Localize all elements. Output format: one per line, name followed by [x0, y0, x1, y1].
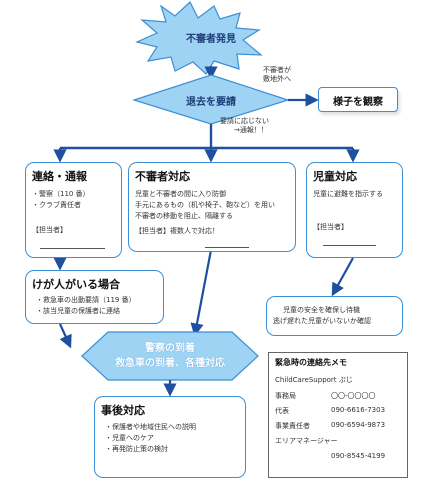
arrow-children-to-safety — [331, 257, 354, 297]
suspect-owner: 【担当者】複数人で対応！ — [135, 227, 219, 235]
memo-row-2-label: 代表 — [275, 407, 289, 415]
contact-owner-blank — [40, 247, 105, 249]
memo-row-4-label: エリアマネージャー — [275, 437, 338, 445]
arrival-line-2: 救急車の到着、各種対応 — [115, 358, 225, 369]
children-title: 児童対応 — [313, 170, 357, 183]
branch-down-label-1: 要請に応じない — [220, 117, 269, 125]
children-owner: 【担当者】 — [313, 223, 348, 231]
children-owner-blank — [323, 244, 376, 246]
safety-box: 児童の安全を確保し待機 逃げ遅れた児童がいないか確認 — [266, 296, 403, 336]
observe-box: 様子を観察 — [318, 87, 398, 112]
arrow-injury-to-arrival — [58, 323, 72, 349]
after-title: 事後対応 — [101, 404, 145, 417]
children-item-1: 児童に避難を指示する — [313, 190, 383, 198]
branch-right-label-1: 不審者が — [263, 66, 291, 74]
injury-item-1: ・救急車の出動要請（119 番） — [36, 296, 136, 304]
contact-item-1: ・警察（110 番） — [32, 190, 90, 198]
injury-title: けが人がいる場合 — [32, 278, 120, 291]
branch-right-label-2: 敷地外へ — [263, 75, 291, 83]
memo-row-1-value: 〇〇-〇〇〇〇 — [331, 392, 376, 400]
suspect-item-1: 児童と不審者の間に入り防御 — [135, 190, 226, 198]
branch-down-label-2: →通報！！ — [234, 126, 268, 134]
memo-row-1-label: 事務局 — [275, 392, 296, 400]
memo-box: 緊急時の連絡先メモ ChildCareSupport ぷじ 事務局 〇〇-〇〇〇… — [268, 352, 408, 478]
injury-item-2: ・該当児童の保護者に連絡 — [36, 307, 120, 315]
suspect-title: 不審者対応 — [135, 170, 190, 183]
memo-row-5-value: 090-8545-4199 — [331, 452, 386, 460]
after-item-2: ・児童へのケア — [105, 434, 154, 442]
after-box: 事後対応 ・保護者や地域住民への説明 ・児童へのケア ・再発防止策の検討 — [94, 396, 246, 478]
contact-owner: 【担当者】 — [32, 226, 67, 234]
memo-row-2-value: 090-6616-7303 — [331, 406, 386, 414]
memo-org: ChildCareSupport ぷじ — [275, 376, 353, 384]
arrival-hexagon-shape — [81, 331, 259, 381]
safety-item-1: 児童の安全を確保し待機 — [283, 306, 360, 314]
decision-label: 退去を要請 — [186, 97, 236, 108]
contact-item-2: ・クラブ責任者 — [32, 201, 81, 209]
memo-row-3-label: 事業責任者 — [275, 422, 310, 430]
contact-title: 連絡・通報 — [32, 170, 87, 183]
after-item-3: ・再発防止策の検討 — [105, 445, 168, 453]
suspect-item-2: 手元にあるもの（机や椅子、鞄など）を用い — [135, 201, 275, 209]
start-burst-shape — [135, 1, 263, 75]
memo-row-3-value: 090-6594-9873 — [331, 421, 386, 429]
after-item-1: ・保護者や地域住民への説明 — [105, 423, 196, 431]
suspect-owner-blank — [205, 246, 249, 248]
suspect-box: 不審者対応 児童と不審者の間に入り防御 手元にあるもの（机や椅子、鞄など）を用い… — [128, 162, 296, 252]
safety-item-2: 逃げ遅れた児童がいないか確認 — [273, 317, 371, 325]
suspect-item-3: 不審者の移動を阻止、隔離する — [135, 212, 233, 220]
injury-box: けが人がいる場合 ・救急車の出動要請（119 番） ・該当児童の保護者に連絡 — [25, 270, 164, 324]
contact-box: 連絡・通報 ・警察（110 番） ・クラブ責任者 【担当者】 — [25, 162, 122, 258]
children-box: 児童対応 児童に避難を指示する 【担当者】 — [306, 162, 403, 258]
arrow-suspect-to-arrival — [190, 249, 213, 337]
memo-title: 緊急時の連絡先メモ — [275, 358, 347, 367]
start-label: 不審者発見 — [186, 34, 236, 45]
observe-label: 様子を観察 — [333, 97, 383, 108]
arrival-line-1: 警察の到着 — [145, 343, 195, 354]
